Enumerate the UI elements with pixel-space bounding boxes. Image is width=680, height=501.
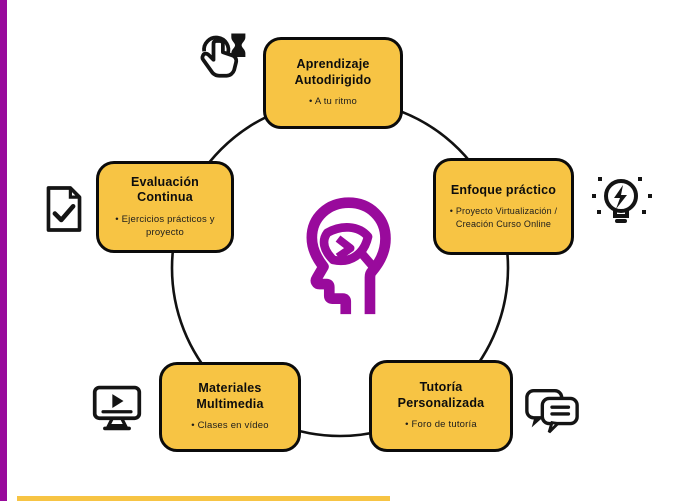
node-enfoque-practico: Enfoque práctico • Proyecto Virtualizaci… (433, 158, 574, 255)
node-materiales-multimedia: Materiales Multimedia • Clases en vídeo (159, 362, 301, 452)
node-tutoria-personalizada: Tutoría Personalizada • Foro de tutoría (369, 360, 513, 452)
node-title: Materiales Multimedia (196, 381, 264, 411)
node-title: Aprendizaje Autodirigido (294, 57, 372, 87)
left-accent-bar (0, 0, 7, 501)
bottom-accent-bar (17, 496, 390, 501)
video-monitor-icon (91, 384, 143, 432)
head-leaf-icon (284, 194, 392, 318)
node-title: Evaluación Continua (131, 174, 199, 205)
document-check-icon (43, 184, 85, 234)
node-aprendizaje-autodirigido: Aprendizaje Autodirigido • A tu ritmo (263, 37, 403, 129)
node-bullet: • Clases en vídeo (191, 420, 269, 432)
node-bullet: • A tu ritmo (309, 96, 357, 108)
node-title: Tutoría Personalizada (397, 380, 485, 410)
node-bullet: • Foro de tutoría (405, 419, 477, 431)
lightbulb-bolt-icon (590, 170, 656, 232)
chat-bubbles-icon (523, 384, 581, 438)
node-bullet: • Ejercicios prácticos y proyecto (115, 213, 215, 239)
node-title: Enfoque práctico (450, 182, 557, 197)
node-evaluacion-continua: Evaluación Continua • Ejercicios práctic… (96, 161, 234, 253)
tap-hourglass-icon (190, 26, 252, 86)
node-bullet: • Proyecto Virtualización / Creación Cur… (449, 206, 558, 229)
